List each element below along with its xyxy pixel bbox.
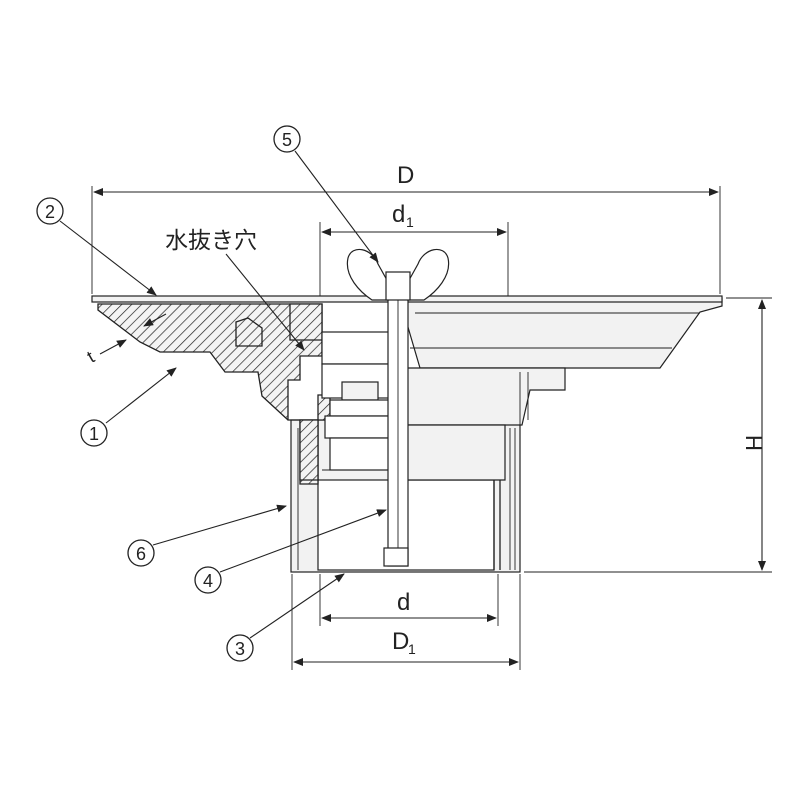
body-right-section bbox=[399, 367, 566, 481]
bolt bbox=[383, 275, 409, 567]
dim-D1-subscript: 1 bbox=[408, 641, 416, 657]
callout-5: 5 bbox=[273, 125, 379, 263]
callout-1: 1 bbox=[80, 367, 177, 447]
dimension-D: D bbox=[91, 162, 721, 294]
dim-t-label: t bbox=[84, 347, 98, 367]
drain-hole-callout: 水抜き穴 bbox=[165, 228, 305, 351]
callout-3: 3 bbox=[226, 573, 345, 662]
callout-2-number: 2 bbox=[45, 202, 55, 222]
body-left-section-hatched bbox=[97, 303, 331, 485]
inner-trap-parts bbox=[321, 331, 399, 471]
wing-nut bbox=[346, 248, 450, 301]
dimension-d: d bbox=[319, 574, 499, 626]
dim-d-label: d bbox=[397, 589, 410, 616]
drain-hole-label: 水抜き穴 bbox=[165, 228, 257, 254]
callout-4: 4 bbox=[194, 509, 387, 594]
dim-D1-label: D bbox=[392, 628, 409, 655]
dimension-D1: D 1 bbox=[291, 574, 521, 670]
callout-4-number: 4 bbox=[203, 571, 213, 591]
callout-5-number: 5 bbox=[282, 130, 292, 150]
dim-D-label: D bbox=[397, 162, 414, 189]
dimension-H: H bbox=[524, 297, 772, 573]
callout-2: 2 bbox=[36, 197, 157, 296]
callout-3-number: 3 bbox=[235, 639, 245, 659]
dim-H-label: H bbox=[741, 435, 766, 451]
callout-6: 6 bbox=[127, 504, 287, 567]
dim-d1-subscript: 1 bbox=[406, 214, 414, 230]
callout-1-number: 1 bbox=[89, 424, 99, 444]
callout-6-number: 6 bbox=[136, 544, 146, 564]
dim-d1-label: d bbox=[392, 201, 405, 228]
dimension-d1: d 1 bbox=[319, 201, 509, 296]
